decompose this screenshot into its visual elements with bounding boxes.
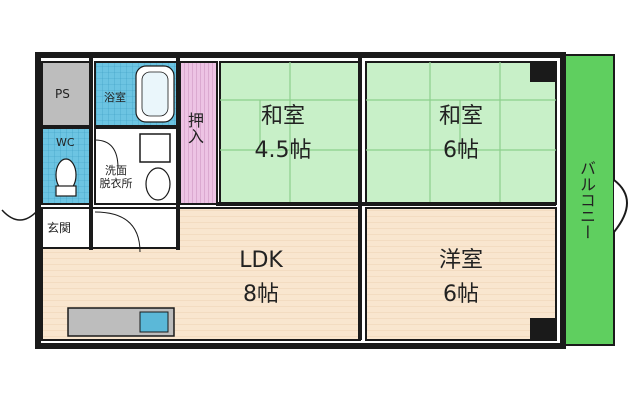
kitchen-sink-icon (139, 311, 169, 333)
youshitsu-name: 洋室 (438, 248, 483, 273)
washitsu-b-name: 和室 (438, 104, 483, 129)
washitsu-a-size: 4.5帖 (254, 138, 312, 163)
ldk-size: 8帖 (243, 282, 279, 307)
wash-basin-icon (145, 167, 171, 201)
wc-label: WC (56, 136, 75, 149)
ldk-room (41, 207, 361, 341)
entrance-label: 玄関 (47, 221, 72, 235)
bath-label: 浴室 (104, 91, 126, 104)
closet-label: 押入 (185, 112, 204, 144)
youshitsu-size: 6帖 (443, 282, 479, 307)
washitsu-b-size: 6帖 (443, 138, 479, 163)
washitsu-a-name: 和室 (260, 104, 305, 129)
washing-machine-space (139, 133, 171, 163)
ps-label: PS (55, 87, 70, 101)
door-swing (94, 139, 119, 169)
washitsu-b (365, 61, 557, 205)
balcony (561, 54, 628, 346)
ldk-name: LDK (239, 248, 283, 273)
washitsu-a (219, 61, 361, 205)
ps-box (41, 61, 92, 127)
toilet-tank-icon (55, 185, 77, 197)
balcony-label: バルコニー (577, 160, 596, 240)
closet (179, 61, 218, 205)
youshitsu-room (365, 207, 557, 341)
washroom-label: 洗面 脱衣所 (99, 164, 133, 190)
